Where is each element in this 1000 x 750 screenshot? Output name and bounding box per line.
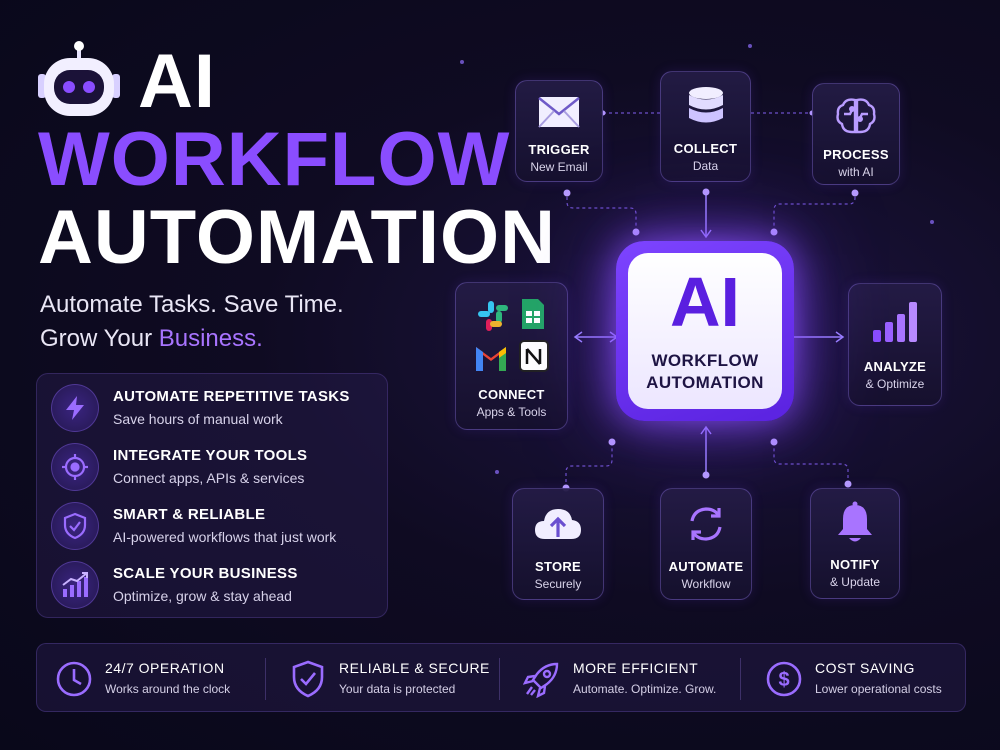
benefit-subtitle: Lower operational costs: [815, 682, 942, 696]
feature-subtitle: AI-powered workflows that just work: [113, 529, 337, 545]
benefit-title: COST SAVING: [815, 660, 915, 676]
hero-title-automation: AUTOMATION: [38, 195, 557, 280]
benefit-title: MORE EFFICIENT: [573, 660, 699, 676]
tagline-line2: Grow Your Business.: [40, 322, 344, 356]
node-analyze: ANALYZE & Optimize: [848, 283, 942, 406]
node-subtitle: & Optimize: [865, 377, 925, 391]
feature-title: SMART & RELIABLE: [113, 506, 266, 523]
node-subtitle: New Email: [530, 160, 588, 174]
node-title: CONNECT: [478, 387, 545, 402]
target-icon: [51, 443, 99, 491]
bell-icon: [811, 501, 899, 545]
feature-item: AUTOMATE REPETITIVE TASKS Save hours of …: [51, 380, 381, 436]
node-trigger: TRIGGER New Email: [515, 80, 603, 182]
database-icon: [661, 86, 750, 130]
node-automate: AUTOMATE Workflow: [660, 488, 752, 600]
node-process: PROCESS with AI: [812, 83, 900, 185]
center-ai-title: AI: [670, 263, 740, 341]
node-subtitle: Workflow: [681, 577, 731, 591]
node-subtitle: & Update: [829, 575, 881, 589]
cloud-upload-icon: [513, 505, 603, 541]
benefit-subtitle: Automate. Optimize. Grow.: [573, 682, 717, 696]
node-title: COLLECT: [673, 141, 738, 156]
node-notify: NOTIFY & Update: [810, 488, 900, 599]
clock-icon: [53, 658, 95, 700]
sparkle-dot: [930, 220, 934, 224]
divider: [499, 658, 500, 700]
growth-chart-icon: [51, 561, 99, 609]
benefit-subtitle: Works around the clock: [105, 682, 231, 696]
dollar-coin-icon: $: [763, 658, 805, 700]
benefit-subtitle: Your data is protected: [339, 682, 456, 696]
hero-tagline: Automate Tasks. Save Time. Grow Your Bus…: [40, 288, 344, 356]
feature-subtitle: Save hours of manual work: [113, 411, 283, 427]
node-title: STORE: [534, 559, 582, 574]
node-title: NOTIFY: [830, 557, 880, 572]
benefit-title: 24/7 OPERATION: [105, 660, 225, 676]
node-connect: CONNECT Apps & Tools: [455, 282, 568, 430]
feature-title: INTEGRATE YOUR TOOLS: [113, 447, 308, 464]
feature-subtitle: Optimize, grow & stay ahead: [113, 588, 292, 604]
shield-check-icon: [287, 658, 329, 700]
tagline-prefix: Grow Your: [40, 325, 159, 352]
bar-chart-icon: [849, 300, 941, 344]
rocket-icon: [521, 658, 563, 700]
sync-icon: [661, 503, 751, 545]
envelope-icon: [516, 95, 602, 129]
feature-item: INTEGRATE YOUR TOOLS Connect apps, APIs …: [51, 439, 381, 495]
benefits-strip: 24/7 OPERATION Works around the clock RE…: [36, 643, 966, 712]
benefit-title: RELIABLE & SECURE: [339, 660, 490, 676]
center-line2: AUTOMATION: [646, 373, 764, 392]
feature-item: SMART & RELIABLE AI-powered workflows th…: [51, 498, 381, 554]
shield-check-icon: [51, 502, 99, 550]
hero-title-workflow: WORKFLOW: [38, 117, 511, 202]
tagline-accent: Business.: [158, 325, 263, 352]
divider: [265, 658, 266, 700]
robot-icon: [36, 40, 122, 120]
feature-item: SCALE YOUR BUSINESS Optimize, grow & sta…: [51, 557, 381, 613]
node-title: AUTOMATE: [668, 559, 744, 574]
feature-list: AUTOMATE REPETITIVE TASKS Save hours of …: [36, 373, 388, 618]
node-subtitle: Data: [692, 159, 719, 173]
node-subtitle: Apps & Tools: [476, 405, 547, 419]
node-subtitle: Securely: [534, 577, 582, 591]
sparkle-dot: [495, 470, 499, 474]
center-line1: WORKFLOW: [651, 351, 759, 370]
divider: [740, 658, 741, 700]
app-logos-icon: [456, 297, 567, 377]
feature-title: SCALE YOUR BUSINESS: [113, 565, 298, 582]
hero-title-ai: AI: [138, 39, 216, 124]
tagline-line1: Automate Tasks. Save Time.: [40, 291, 344, 318]
node-collect: COLLECT Data: [660, 71, 751, 182]
sparkle-dot: [748, 44, 752, 48]
lightning-icon: [51, 384, 99, 432]
node-title: PROCESS: [823, 147, 889, 162]
center-ai-card: AI WORKFLOW AUTOMATION: [628, 253, 782, 409]
node-subtitle: with AI: [838, 165, 874, 179]
node-store: STORE Securely: [512, 488, 604, 600]
brain-icon: [813, 96, 899, 136]
feature-subtitle: Connect apps, APIs & services: [113, 470, 305, 486]
svg-text:$: $: [778, 669, 789, 691]
node-title: ANALYZE: [863, 359, 927, 374]
node-title: TRIGGER: [528, 142, 590, 157]
feature-title: AUTOMATE REPETITIVE TASKS: [113, 388, 350, 405]
sparkle-dot: [460, 60, 464, 64]
